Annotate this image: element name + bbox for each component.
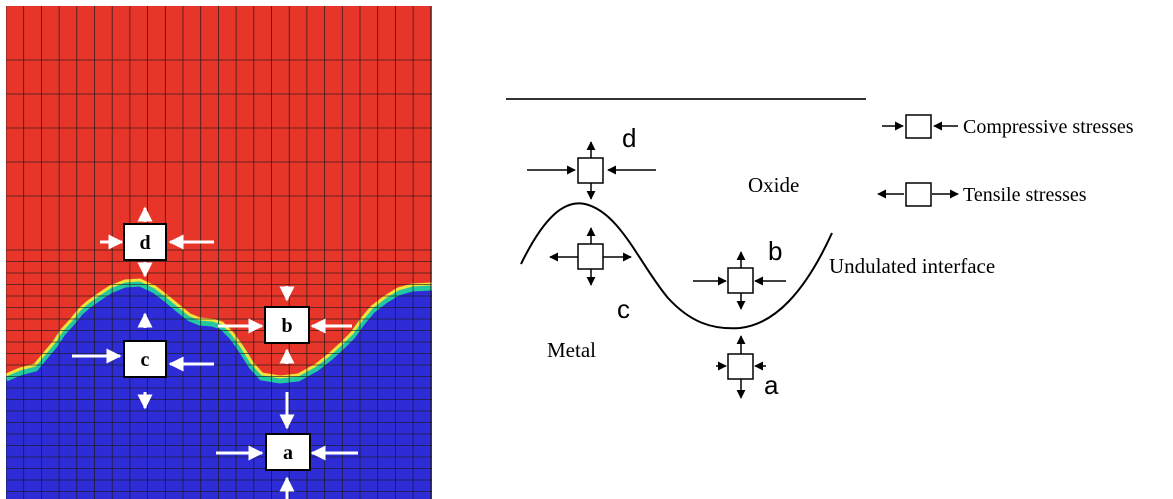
oxide-label: Oxide [748, 173, 799, 197]
undulated-interface-curve [520, 202, 833, 330]
stress-point-d: d [100, 206, 214, 278]
interface-label: Undulated interface [829, 254, 995, 278]
stress-point-c: c [72, 312, 214, 410]
compressive-arrows-icon [882, 114, 958, 139]
schematic-label-a: a [764, 370, 779, 400]
tensile-arrows-icon [877, 182, 959, 207]
schematic-label-b: b [768, 236, 782, 266]
schematic-point-a: a [716, 335, 779, 400]
label-c: c [141, 349, 150, 371]
simulation-mesh-panel: d b c a [6, 6, 432, 499]
stress-point-b: b [218, 286, 352, 364]
metal-label: Metal [547, 338, 596, 362]
schematic-point-c: c [549, 227, 632, 324]
legend-tensile-label: Tensile stresses [963, 184, 1087, 206]
label-b: b [281, 315, 292, 337]
label-a: a [283, 442, 293, 464]
schematic-point-b: b [693, 236, 786, 310]
schematic-label-d: d [622, 123, 636, 153]
legend-compressive-label: Compressive stresses [963, 116, 1134, 138]
label-d: d [139, 232, 150, 254]
schematic-panel: Oxide Metal Undulated interface d c b a [506, 98, 1134, 400]
interface-band [6, 279, 432, 384]
schematic-label-c: c [617, 294, 630, 324]
schematic-point-d: d [527, 123, 656, 200]
legend: Compressive stresses Tensile stresses [877, 114, 1134, 207]
stress-point-a: a [216, 392, 358, 499]
